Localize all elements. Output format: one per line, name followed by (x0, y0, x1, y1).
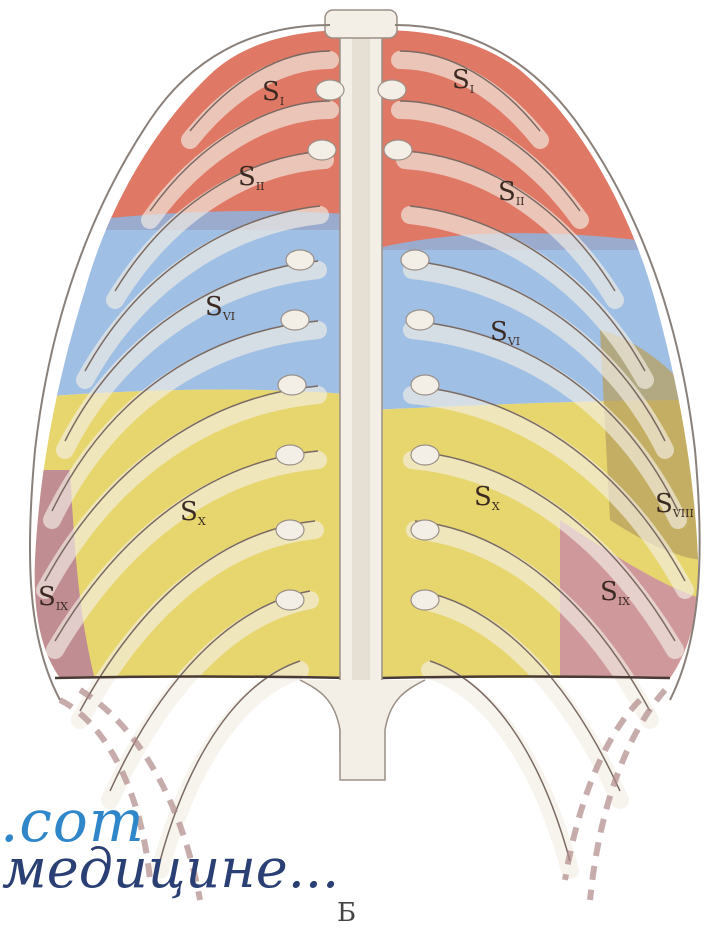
label-s1-right-main: S (452, 65, 470, 95)
panel-label: Б (337, 898, 356, 928)
label-s9-left-sub: IX (56, 600, 68, 613)
label-s8-right-main: S (655, 489, 673, 519)
label-s10-left-sub: X (198, 515, 206, 528)
label-s8-right-sub: VIII (672, 507, 694, 520)
label-s1-right-sub: I (470, 83, 474, 96)
label-s1-left-main: S (262, 77, 280, 107)
label-s10-right-main: S (474, 482, 492, 512)
label-s6-left-main: S (205, 292, 223, 322)
left-red-zone (0, 20, 360, 230)
label-s9-right-main: S (600, 577, 618, 607)
label-s6-right-sub: VI (507, 335, 520, 348)
label-s9-right-sub: IX (618, 595, 630, 608)
label-s9-left-main: S (38, 582, 56, 612)
label-s10-right-sub: X (492, 500, 500, 513)
label-s10-left-main: S (180, 497, 198, 527)
label-s2-right-main: S (498, 177, 516, 207)
watermark-caption: медицине... (2, 842, 339, 896)
label-s1-left-sub: I (280, 95, 284, 108)
label-s2-left-sub: II (256, 180, 265, 193)
label-s2-left-main: S (238, 162, 256, 192)
label-s6-right-main: S (490, 317, 508, 347)
label-s2-right-sub: II (516, 195, 525, 208)
label-s6-left-sub: VI (222, 310, 235, 323)
